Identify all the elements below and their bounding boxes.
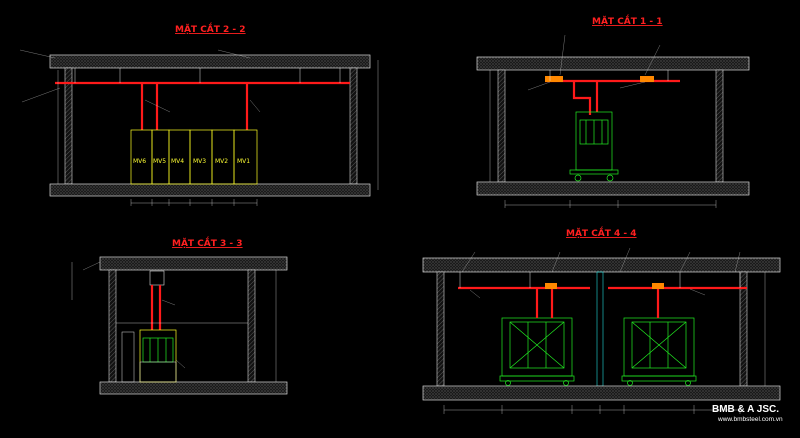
rmu-unit [139,329,177,383]
transformer [499,289,575,386]
leader-line [551,251,561,273]
floor-slab [476,181,750,196]
leader-line [619,247,631,273]
section-1-1: MẶT CẮT 1 - 1 [476,14,750,208]
leader-line [19,49,56,59]
center-column [596,271,604,387]
floor-slab [49,183,371,197]
ceiling-slab [99,256,288,271]
leader-line [527,81,551,91]
section-title: MẶT CẮT 3 - 3 [172,236,243,249]
mv-panel-label: MV6 [133,158,146,165]
left-wall [497,69,506,183]
left-wall [436,271,445,387]
transformer [569,111,619,182]
leader-line [82,261,101,271]
section-3-3: MẶT CẮT 3 - 3 [71,236,288,395]
leader-line [734,251,741,273]
mv-panel [189,129,213,185]
leader-line [161,299,176,306]
right-wall [349,67,358,185]
mv-panel-row: MV6 MV5 MV4 MV3 MV2 MV1 [130,129,258,185]
leader-line [619,81,646,89]
tray-bracket [652,283,664,289]
mv-panel-label: MV5 [153,158,166,165]
mv-panel [233,129,258,185]
cable-pit [121,331,135,383]
company-watermark: BMB & A JSC. www.bmbsteel.com.vn [712,404,783,423]
mv-panel [130,129,153,185]
leader-line [175,359,186,369]
leader-line [644,44,661,76]
floor-slab [99,381,288,395]
section-4-4: MẶT CẮT 4 - 4 [422,226,781,414]
cable-duct [149,270,165,286]
right-wall [715,69,724,183]
leader-line [461,251,476,273]
company-url: www.bmbsteel.com.vn [717,416,783,423]
right-wall [247,269,256,383]
mv-panel-label: MV2 [215,158,228,165]
section-title: MẶT CẮT 1 - 1 [592,14,663,27]
leader-line [469,289,481,299]
cable-drop [572,81,592,115]
leader-line [559,34,566,76]
section-title: MẶT CẮT 2 - 2 [175,22,246,35]
section-2-2: MẶT CẮT 2 - 2 MV6 [19,22,379,206]
left-wall [108,269,117,383]
company-name: BMB & A JSC. [712,404,779,415]
leader-line [249,99,261,113]
leader-line [217,49,251,59]
transformer [621,289,697,386]
mv-panel [151,129,170,185]
leader-line [144,99,171,113]
mv-panel-label: MV1 [237,158,250,165]
mv-panel-label: MV4 [171,158,184,165]
mv-panel-label: MV3 [193,158,206,165]
section-title: MẶT CẮT 4 - 4 [566,226,637,239]
leader-line [679,251,691,273]
ceiling-slab [422,257,781,273]
tray-bracket [640,76,654,82]
leader-line [689,288,706,296]
tray-bracket [545,283,557,289]
leader-line [21,87,61,103]
ceiling-slab [476,56,750,71]
tray-bracket [545,76,563,82]
ceiling-slab [49,54,371,69]
mv-panel [168,129,191,185]
floor-slab [422,385,781,401]
mv-panel [211,129,235,185]
left-wall [64,67,73,185]
